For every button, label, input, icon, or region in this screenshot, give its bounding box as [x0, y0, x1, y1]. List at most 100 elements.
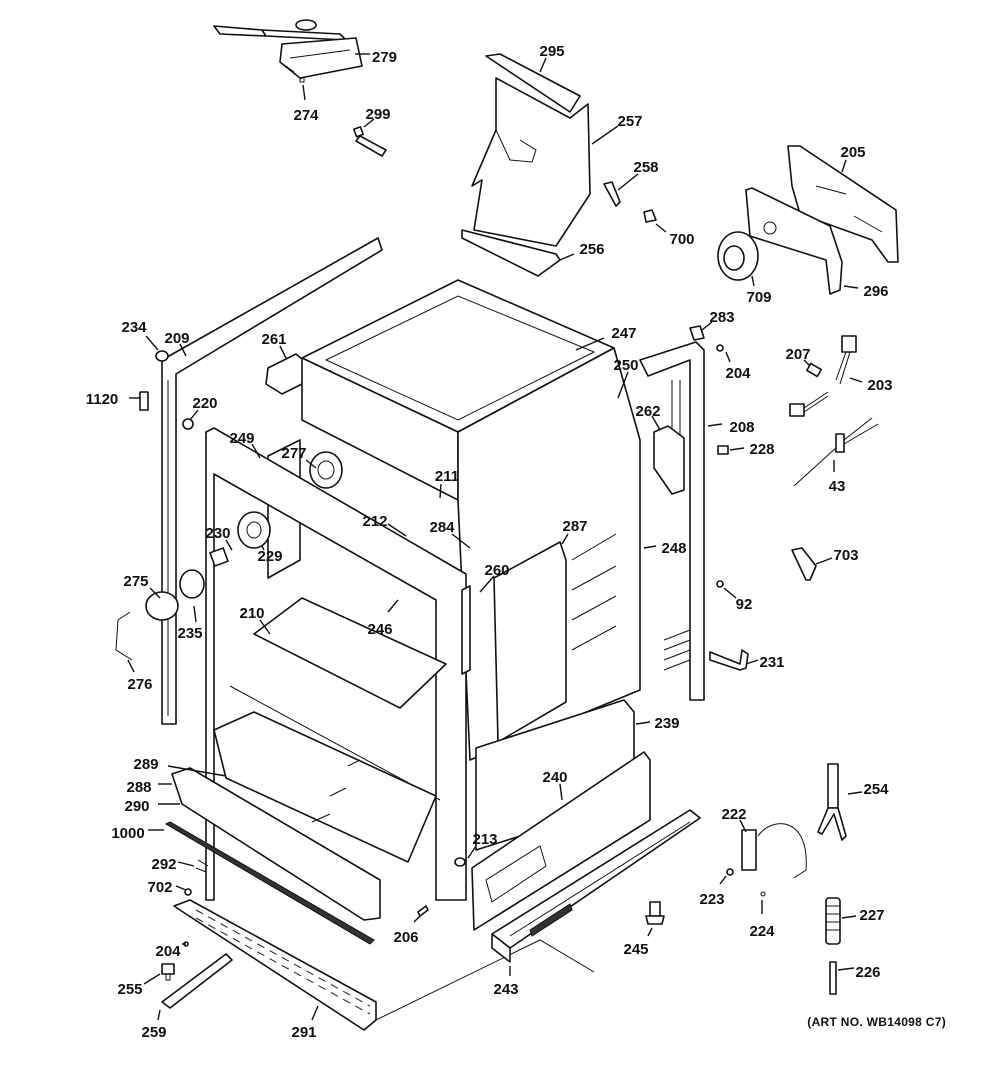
callout-label: 709: [746, 289, 771, 306]
callout-label: 259: [141, 1024, 166, 1041]
cover-part: [139, 391, 149, 411]
leader-line: [193, 605, 197, 623]
callout-label: 250: [613, 357, 638, 374]
leader-line: [843, 285, 859, 289]
callout-label: 292: [151, 856, 176, 873]
leader-line: [189, 409, 199, 421]
grommet-part: [182, 418, 194, 430]
valve-part: [645, 901, 665, 925]
callout-292: 292: [151, 856, 195, 873]
callout-label: 296: [863, 283, 888, 300]
callout-257: 257: [591, 113, 643, 145]
leader-line: [815, 557, 833, 565]
shield-plate-part: [745, 187, 843, 295]
callout-228: 228: [729, 441, 775, 458]
callout-254: 254: [847, 781, 889, 798]
leader-line: [145, 335, 159, 351]
callout-label: 256: [579, 241, 604, 258]
hinge-link-part: [829, 961, 837, 995]
callout-label: 222: [721, 806, 746, 823]
leader-line: [259, 619, 271, 635]
leader-line: [841, 159, 847, 173]
leader-line: [635, 721, 651, 725]
leader-line: [617, 173, 639, 191]
shield-block-part: [653, 425, 685, 495]
callout-246: 246: [367, 599, 399, 638]
light-socket-part: [209, 547, 229, 567]
leveling-leg-part: [161, 963, 175, 981]
leader-line: [143, 973, 161, 985]
callout-label: 261: [261, 331, 286, 348]
art-number: (ART NO. WB14098 C7): [807, 1015, 946, 1029]
callout-290: 290: [124, 798, 180, 815]
callout-288: 288: [126, 779, 172, 796]
callout-label: 224: [749, 923, 775, 940]
leader-line: [849, 377, 863, 383]
callout-223: 223: [699, 875, 727, 908]
clip-part: [643, 209, 657, 223]
leader-line: [177, 861, 195, 867]
callout-247: 247: [575, 325, 637, 351]
liner-panel-part: [493, 541, 567, 743]
callout-label: 295: [539, 43, 564, 60]
hinge-ring-224: [760, 891, 766, 897]
screw-part-204: [716, 344, 724, 352]
callout-204: 204: [155, 943, 186, 960]
callout-239: 239: [635, 715, 680, 732]
leader-line: [561, 533, 569, 545]
callout-label: 243: [493, 981, 518, 998]
leader-line: [643, 545, 657, 549]
callout-295: 295: [539, 43, 565, 73]
door-latch-part: [213, 19, 363, 79]
callout-label: 291: [291, 1024, 316, 1041]
hinge-screw-223: [726, 868, 734, 876]
callout-213: 213: [467, 831, 498, 859]
leader-line: [225, 539, 233, 551]
callout-289: 289: [133, 756, 227, 777]
leader-line: [559, 253, 575, 261]
callout-258: 258: [617, 159, 659, 191]
callout-label: 205: [840, 144, 865, 161]
callout-label: 274: [293, 107, 319, 124]
front-frame-part: [205, 427, 467, 901]
leader-line: [725, 351, 731, 363]
callout-label: 245: [623, 941, 648, 958]
right-side-panel-part: [639, 341, 705, 701]
callout-1120: 1120: [86, 391, 140, 408]
callout-243: 243: [493, 966, 519, 998]
callout-249: 249: [229, 430, 261, 459]
callout-label: 235: [177, 625, 202, 642]
callout-234: 234: [121, 319, 159, 351]
bracket-part: [603, 181, 621, 207]
callout-284: 284: [429, 519, 471, 549]
callout-label: 290: [124, 798, 149, 815]
left-side-panel-part: [161, 237, 383, 725]
callout-label: 228: [749, 441, 774, 458]
leader-line: [179, 343, 187, 357]
callout-label: 257: [617, 113, 642, 130]
callout-label: 258: [633, 159, 658, 176]
hinge-arm-part: [817, 763, 847, 841]
callout-label: 211: [435, 468, 459, 485]
callout-296: 296: [843, 283, 889, 300]
temperature-sensor-part: [793, 417, 879, 487]
callout-label: 204: [725, 365, 751, 382]
leader-line: [311, 1005, 319, 1021]
callout-227: 227: [841, 907, 885, 924]
callout-label: 288: [126, 779, 151, 796]
callout-262: 262: [635, 403, 661, 431]
callout-label: 283: [709, 309, 734, 326]
callout-261: 261: [261, 331, 287, 359]
hinge-spring-part: [825, 897, 841, 945]
callout-label: 260: [484, 562, 509, 579]
callout-231: 231: [745, 654, 785, 671]
wire-retainer-part: [115, 611, 133, 661]
leader-line: [167, 765, 227, 777]
callout-label: 1120: [86, 391, 119, 408]
callout-label: 209: [164, 330, 189, 347]
callout-299: 299: [363, 106, 391, 128]
callout-label: 277: [281, 445, 306, 462]
callout-248: 248: [643, 540, 687, 557]
light-bulb-part: [179, 569, 205, 599]
